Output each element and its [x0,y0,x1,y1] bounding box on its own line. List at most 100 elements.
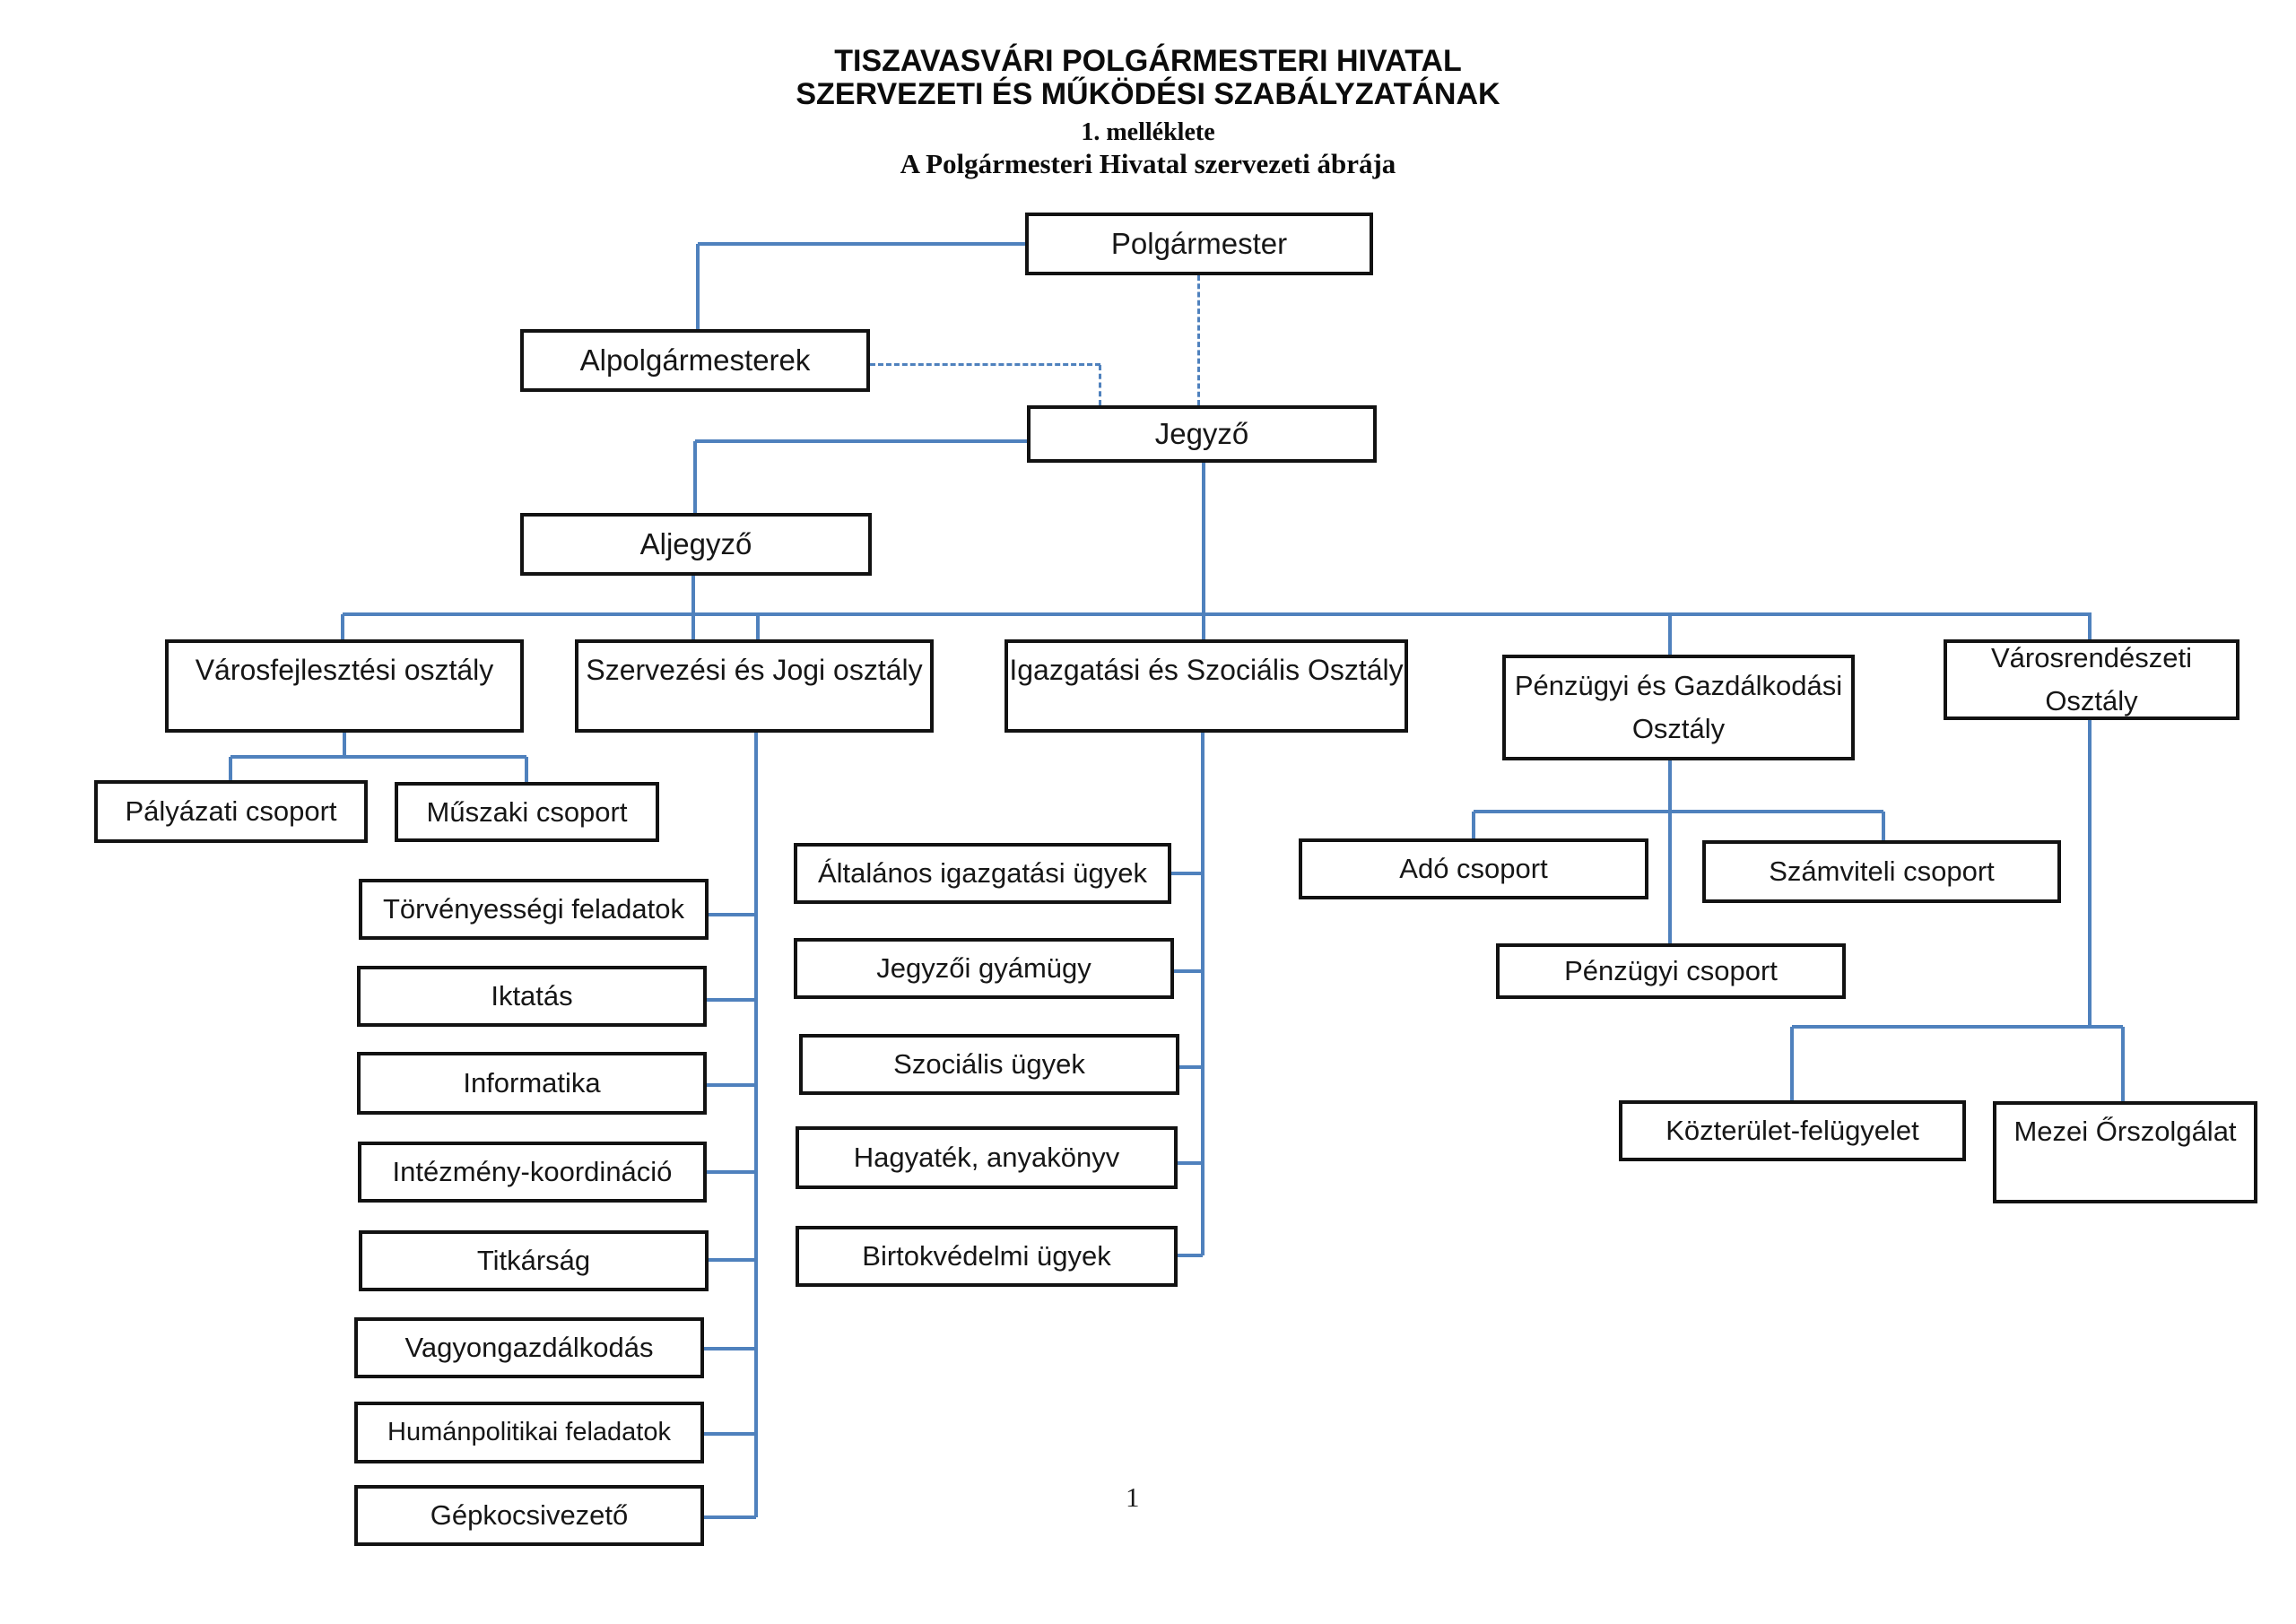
connector-igazgatasi-spine-v [1201,733,1205,1255]
org-node-label-titkarsag: Titkárság [476,1245,591,1276]
connector-bus-to-varosrendeszeti-v [2088,614,2092,639]
org-node-jegyzoi-gyamugy: Jegyzői gyámügy [794,938,1174,999]
org-node-label-intezmeny-koordinacio: Intézmény-koordináció [392,1156,673,1187]
org-node-label-penzugyi-csoport: Pénzügyi csoport [1564,955,1778,986]
org-node-birtokvedelmi-ugyek: Birtokvédelmi ügyek [796,1226,1178,1287]
org-node-varosrendeszeti-osztaly: Városrendészeti Osztály [1944,639,2239,720]
document-title-block: TISZAVASVÁRI POLGÁRMESTERI HIVATAL SZERV… [0,44,2296,179]
connector-jegyzo-to-aljegyzo-h [695,439,1027,443]
org-node-altalanos-igazgatasi-ugyek: Általános igazgatási ügyek [794,843,1171,904]
org-node-alpolgarmesterek: Alpolgármesterek [520,329,870,392]
org-node-penzugyi-csoport: Pénzügyi csoport [1496,943,1846,999]
org-node-label-aljegyzo: Aljegyző [639,527,752,560]
connector-bus-to-penzugyi-v [1668,614,1672,655]
org-node-label-mezei-orszolgalat: Mezei Őrszolgálat [2013,1116,2237,1147]
org-node-label-vagyongazdalkodas: Vagyongazdálkodás [404,1332,654,1363]
org-node-label-palyazati-csoport: Pályázati csoport [125,795,337,827]
connector-stub-intezmeny-h [707,1170,756,1174]
connector-stub-altalanos-h [1171,872,1203,875]
org-node-palyazati-csoport: Pályázati csoport [94,780,368,843]
connector-stub-human-h [704,1432,756,1436]
org-node-label-birtokvedelmi-ugyek: Birtokvédelmi ügyek [862,1240,1111,1272]
connector-split-to-muszaki-v [525,757,528,782]
org-node-humanpolitikai-feladatok: Humánpolitikai feladatok [354,1402,704,1463]
connector-stub-torvenyessegi-h [707,913,756,916]
connector-department-bus-h [343,612,2092,616]
org-node-kozterulet-felugyelet: Közterület-felügyelet [1619,1100,1966,1161]
org-node-label-humanpolitikai-feladatok: Humánpolitikai feladatok [387,1418,671,1446]
org-node-szamviteli-csoport: Számviteli csoport [1702,840,2061,903]
page-number: 1 [1126,1481,1140,1513]
org-node-label-informatika: Informatika [463,1067,601,1099]
org-node-gepkocsivezeto: Gépkocsivezető [354,1485,704,1546]
connector-bus-to-varosfejlesztesi-v [341,614,344,639]
title-line-4: A Polgármesteri Hivatal szervezeti ábráj… [900,147,1396,179]
connector-szervezesi-spine-v [754,733,758,1517]
connector-split-to-szamviteli-v [1882,812,1885,840]
org-node-vagyongazdalkodas: Vagyongazdálkodás [354,1317,704,1378]
connector-stub-hagyatek-h [1178,1161,1203,1165]
org-node-hagyatek-anyakonyv: Hagyaték, anyakönyv [796,1126,1178,1189]
connector-jegyzo-to-bus-v [1202,463,1205,639]
org-node-label-muszaki-csoport: Műszaki csoport [426,795,628,828]
org-node-label-penzugyi-es-gazdalkodasi-osztaly: Pénzügyi és Gazdálkodási Osztály [1514,669,1843,744]
org-node-label-alpolgarmesterek: Alpolgármesterek [579,343,811,377]
org-node-label-polgarmester: Polgármester [1110,227,1288,260]
org-node-label-altalanos-igazgatasi-ugyek: Általános igazgatási ügyek [817,857,1148,889]
connector-varosfejlesztesi-split-h [230,755,526,759]
connector-polgarmester-to-alpolg-v [696,244,700,329]
org-node-label-jegyzo: Jegyző [1154,417,1249,450]
org-node-label-varosrendeszeti-osztaly: Városrendészeti Osztály [1990,641,2192,716]
connector-split-to-palyazati-v [229,757,232,780]
org-node-szocialis-ugyek: Szociális ügyek [799,1034,1179,1095]
org-node-label-szocialis-ugyek: Szociális ügyek [893,1048,1085,1080]
connector-varosrendeszeti-stem-v [2088,720,2092,1027]
org-node-label-torvenyessegi-feladatok: Törvényességi feladatok [382,893,685,925]
connector-stub-vagyon-h [704,1347,756,1350]
org-node-varosfejlesztesi-osztaly: Városfejlesztési osztály [165,639,524,733]
connector-stub-informatika-h [707,1083,756,1087]
connector-stub-titkarsag-h [707,1258,756,1262]
connector-polgarmester-to-alpolg-h [698,242,1025,246]
connector-penzugyi-split-h [1474,810,1883,813]
org-node-torvenyessegi-feladatok: Törvényességi feladatok [359,879,709,940]
org-node-titkarsag: Titkárság [359,1230,709,1291]
connector-varosrendeszeti-split-h [1792,1025,2123,1029]
org-node-mezei-orszolgalat: Mezei Őrszolgálat [1993,1101,2257,1203]
connector-penzugyi-to-penzugyicsoport-v [1668,812,1672,943]
org-node-label-varosfejlesztesi-osztaly: Városfejlesztési osztály [195,654,494,686]
org-node-muszaki-csoport: Műszaki csoport [395,782,659,842]
connector-bus-to-szervezesi-v [756,614,760,639]
org-node-igazgatasi-es-szocialis-osztaly: Igazgatási és Szociális Osztály [1004,639,1408,733]
org-node-szervezesi-es-jogi-osztaly: Szervezési és Jogi osztály [575,639,934,733]
connector-split-to-mezei-v [2121,1027,2125,1101]
connector-jegyzo-to-aljegyzo-v [693,441,697,513]
org-node-label-szervezesi-es-jogi-osztaly: Szervezési és Jogi osztály [586,654,923,686]
connector-split-to-kozterulet-v [1790,1027,1794,1100]
title-line-3: 1. melléklete [1081,117,1215,146]
org-node-informatika: Informatika [357,1052,707,1115]
org-node-label-ado-csoport: Adó csoport [1399,853,1548,884]
connector-stub-gepkocsi-h [704,1515,756,1519]
title-line-2: SZERVEZETI ÉS MŰKÖDÉSI SZABÁLYZATÁNAK [796,77,1500,112]
connector-stub-birtokvedelmi-h [1178,1254,1203,1257]
connector-split-to-ado-v [1472,812,1475,838]
org-node-label-igazgatasi-es-szocialis-osztaly: Igazgatási és Szociális Osztály [1009,654,1404,686]
org-node-label-gepkocsivezeto: Gépkocsivezető [430,1499,629,1531]
org-node-label-szamviteli-csoport: Számviteli csoport [1769,855,1995,887]
connector-penzugyi-stem-v [1668,760,1672,812]
org-node-aljegyzo: Aljegyző [520,513,872,576]
org-node-intezmeny-koordinacio: Intézmény-koordináció [358,1142,707,1203]
connector-stub-gyamugy-h [1174,969,1203,973]
connector-alpolg-to-jegyzo-dashed-v [1099,365,1101,405]
org-node-label-iktatas: Iktatás [491,980,573,1012]
org-node-label-jegyzoi-gyamugy: Jegyzői gyámügy [876,952,1091,984]
connector-alpolg-to-jegyzo-dashed-h [870,363,1100,366]
org-node-penzugyi-es-gazdalkodasi-osztaly: Pénzügyi és Gazdálkodási Osztály [1502,655,1855,760]
org-node-polgarmester: Polgármester [1025,213,1373,275]
title-line-1: TISZAVASVÁRI POLGÁRMESTERI HIVATAL [834,44,1462,78]
org-node-iktatas: Iktatás [357,966,707,1027]
org-node-label-hagyatek-anyakonyv: Hagyaték, anyakönyv [853,1142,1120,1173]
connector-stub-iktatas-h [707,998,756,1002]
